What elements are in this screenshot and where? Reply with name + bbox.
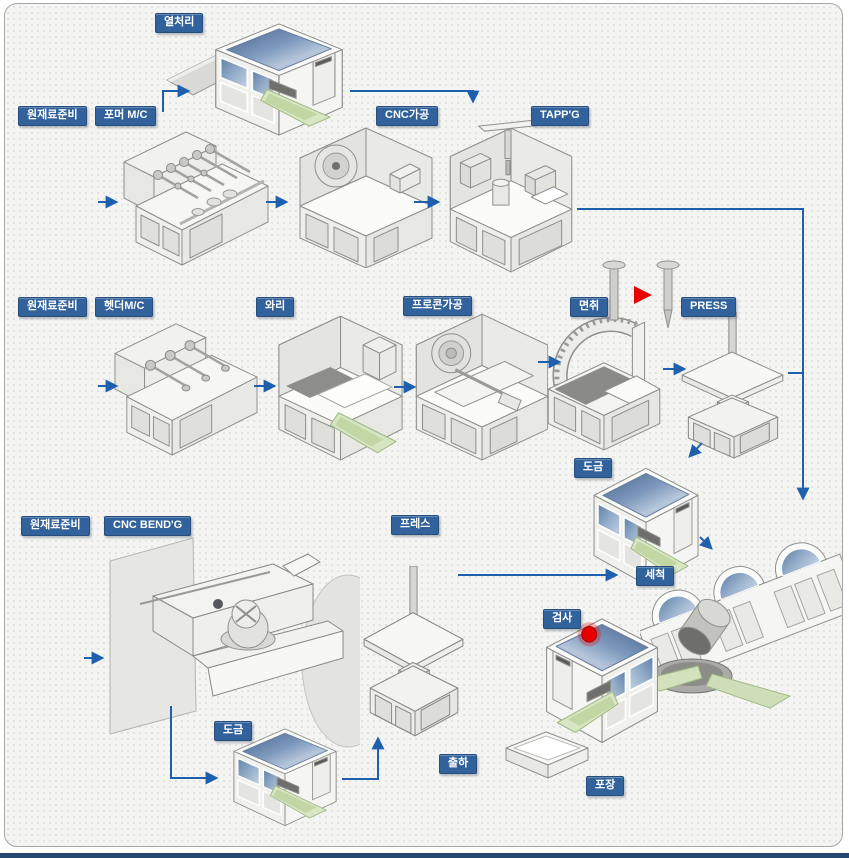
label-tapping: TAPP'G <box>531 106 589 126</box>
label-cnc-bending: CNC BEND'G <box>104 516 192 536</box>
label-washing: 세척 <box>636 566 675 586</box>
heat-treatment-booth <box>215 23 343 136</box>
label-procon: 프로콘가공 <box>403 296 472 316</box>
label-press-ko: 프레스 <box>391 515 440 535</box>
washing-tunnel <box>640 542 842 709</box>
label-heat-treat: 열처리 <box>155 13 204 33</box>
label-chamfer: 면취 <box>570 297 609 317</box>
label-wari: 와리 <box>256 297 295 317</box>
label-inspection: 검사 <box>543 609 582 629</box>
label-header-mc: 헷더M/C <box>95 297 154 317</box>
cnc-bending-machine <box>109 537 360 748</box>
label-raw-material-2: 원재료준비 <box>18 297 87 317</box>
label-cnc-machining: CNC가공 <box>376 106 439 126</box>
former-machine <box>123 131 269 266</box>
label-press-en: PRESS <box>681 297 737 317</box>
bottom-press-machine <box>363 566 464 737</box>
label-plating-1: 도금 <box>574 458 613 478</box>
label-plating-2: 도금 <box>214 721 253 741</box>
cnc-machine <box>299 127 433 268</box>
label-packing: 포장 <box>586 776 625 796</box>
label-raw-material-3: 원재료준비 <box>21 516 90 536</box>
procon-machine <box>415 313 548 461</box>
inspection-booth <box>546 618 658 744</box>
diagram-panel: 열처리 원재료준비 포머 M/C CNC가공 TAPP'G 원재료준비 헷더M/… <box>4 3 843 847</box>
red-arrow-icon <box>634 286 652 304</box>
label-former-mc: 포머 M/C <box>95 106 157 126</box>
wari-machine <box>278 315 403 461</box>
header-machine <box>114 323 258 456</box>
footer-bar <box>0 853 849 858</box>
label-raw-material-1: 원재료준비 <box>18 106 87 126</box>
packing-tray <box>505 731 589 779</box>
label-shipping: 출하 <box>439 754 478 774</box>
tapping-machine <box>449 119 573 273</box>
bottom-plating-booth <box>233 728 337 827</box>
